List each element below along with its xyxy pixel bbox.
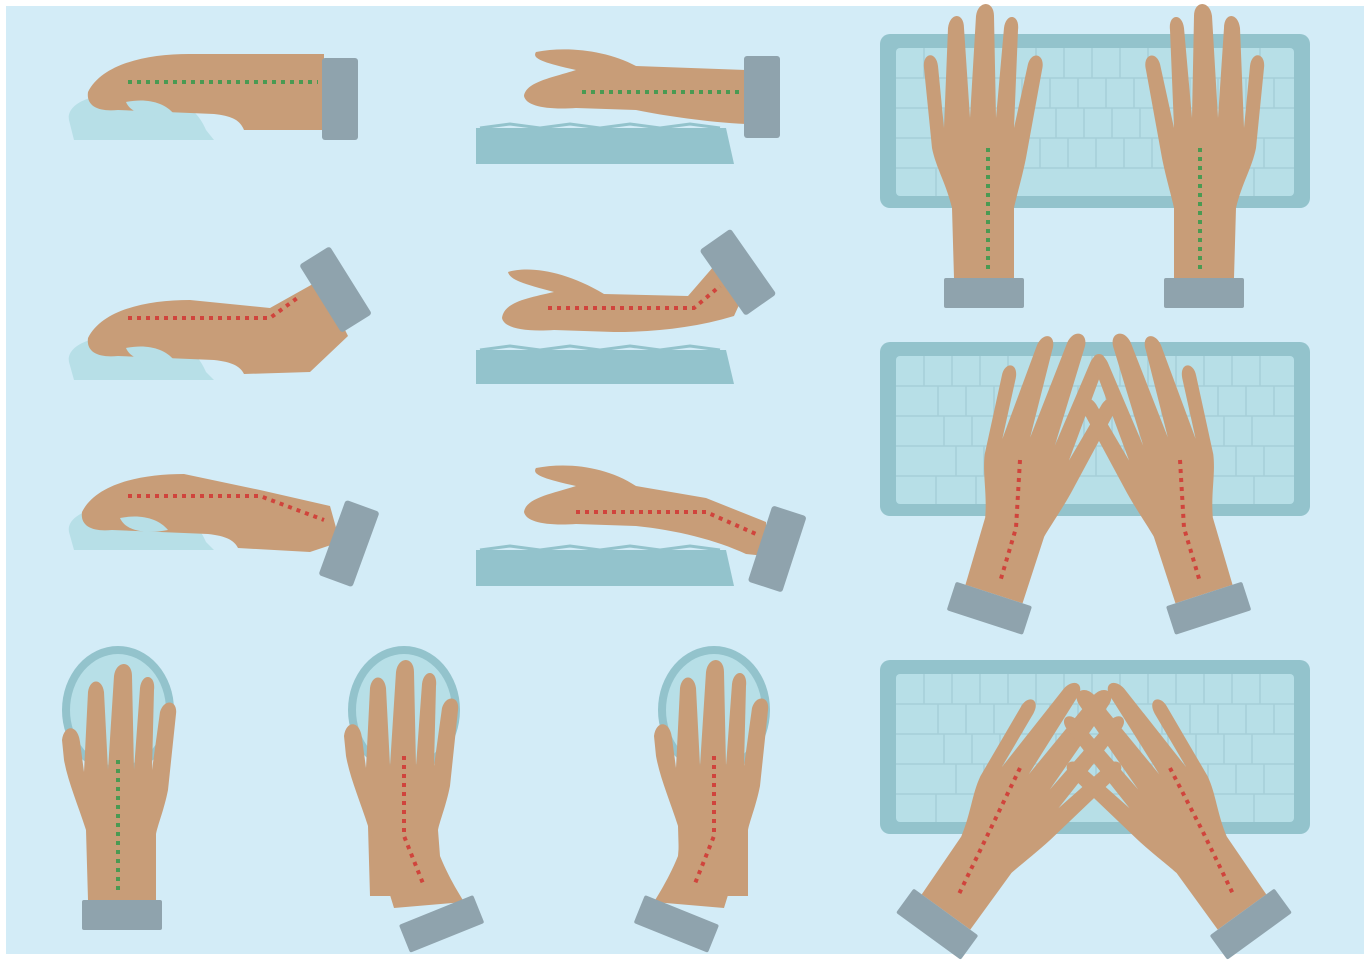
sleeve-icon (322, 58, 358, 140)
sleeve-icon (944, 278, 1024, 308)
keyboard-icon (476, 350, 734, 384)
keyboard-icon (476, 128, 734, 164)
keyboard-icon (476, 550, 734, 586)
sleeve-icon (744, 56, 780, 138)
sleeve-icon (1164, 278, 1244, 308)
sleeve-icon (82, 900, 162, 930)
